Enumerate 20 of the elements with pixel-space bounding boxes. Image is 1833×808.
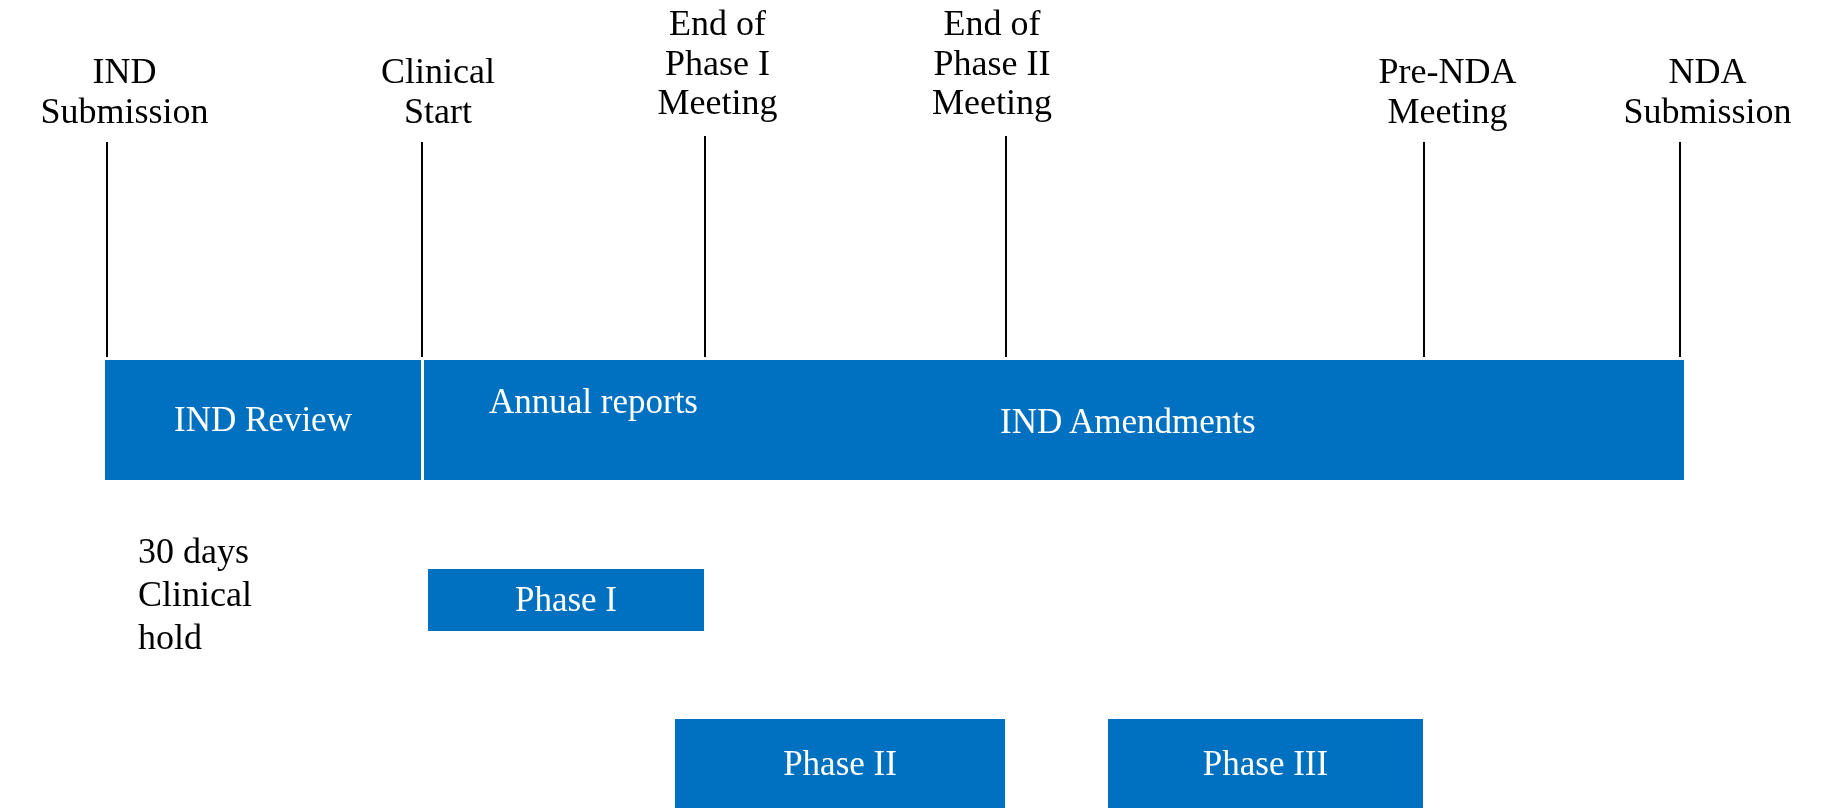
duration-note: 30 days Clinical hold [138,530,253,660]
leader-line [1679,141,1681,358]
phase-bar [424,360,1684,480]
milestone-label: Clinical Start [353,52,523,142]
milestone-label: Pre-NDA Meeting [1350,52,1545,142]
bar-label: IND Amendments [1000,402,1256,442]
phase-bar: IND Review [105,360,421,480]
leader-line [421,141,423,358]
bar-label: Annual reports [489,382,698,422]
leader-line [1005,135,1007,358]
phase-bar: Phase III [1108,719,1423,808]
phase-bar: Phase II [675,719,1005,808]
milestone-label: End of Phase I Meeting [630,4,805,136]
leader-line [106,141,108,358]
milestone-label: End of Phase II Meeting [902,4,1082,136]
leader-line [704,135,706,358]
milestone-label: NDA Submission [1595,52,1820,142]
leader-line [1423,141,1425,358]
phase-bar: Phase I [428,569,704,631]
milestone-label: IND Submission [12,52,237,142]
